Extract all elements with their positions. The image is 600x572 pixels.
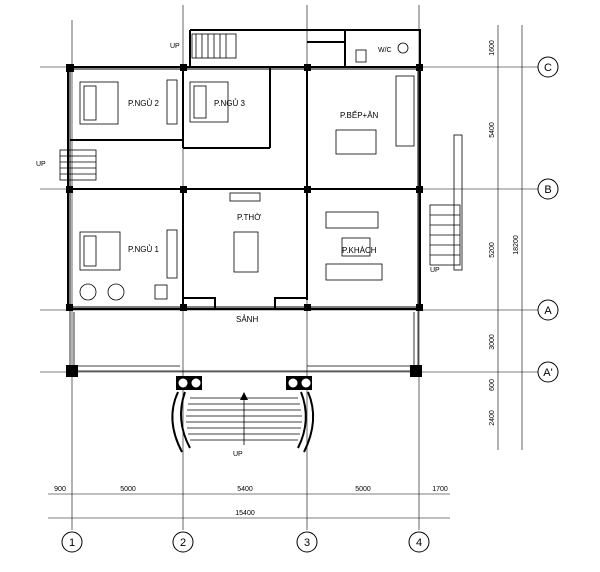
grid-bubble-2 [172,531,194,553]
room-labels: P.NGỦ 2 P.NGỦ 3 P.BẾP+ĂN W/C P.THỜ P.NGỦ… [128,47,392,324]
grid-label-1: 1 [69,537,75,549]
grid-label-3: 3 [304,537,310,549]
grid-row-bubbles: C B A A' [537,56,559,383]
label-worship: P.THỜ [237,213,261,222]
grid-label-a: A [544,305,552,317]
dim-bottom-900: 900 [54,486,66,493]
stair-up-entrance: UP [233,451,243,458]
grid-bubble-c [537,56,559,78]
bottom-dimensions: 900 5000 5400 5000 1700 15400 [48,486,450,519]
exterior-walls [67,29,421,310]
grid-bubble-a [537,299,559,321]
stairs [59,33,463,271]
grid-label-2: 2 [180,537,186,549]
grid-bubble-a-prime [537,361,559,383]
entrance-stair [171,391,315,453]
dim-bottom-5000b: 5000 [355,486,371,493]
right-dimensions: 1600 5400 5200 3000 600 2400 18200 [489,25,523,450]
dim-bottom-1700: 1700 [432,486,448,493]
grid-lines [40,5,540,530]
grid-bubble-1 [61,531,83,553]
stair-up-left: UP [36,161,46,168]
grid-label-b: B [544,184,551,196]
grid-bubble-4 [408,531,430,553]
grid-bubble-3 [296,531,318,553]
dim-bottom-5000a: 5000 [120,486,136,493]
grid-bubble-b [537,178,559,200]
label-wc: W/C [378,47,392,54]
label-kitchen: P.BẾP+ĂN [340,110,379,120]
furniture [79,42,415,301]
columns [66,64,423,311]
dim-right-600: 600 [489,379,496,391]
veranda [66,308,422,390]
stair-labels: UP UP UP UP [36,43,440,458]
grid-label-a-prime: A' [543,367,552,379]
dim-bottom-5400: 5400 [237,486,253,493]
label-bed2: P.NGỦ 2 [128,99,160,108]
label-bed1: P.NGỦ 1 [128,245,160,254]
grid-col-bubbles: 1 2 3 4 [61,531,430,553]
dim-right-5200: 5200 [489,242,496,258]
dim-right-total: 18200 [513,235,520,255]
dim-right-5400: 5400 [489,122,496,138]
dim-right-2400: 2400 [489,410,496,426]
dim-bottom-total: 15400 [235,510,255,517]
label-living: P.KHÁCH [342,246,377,255]
stair-up-right: UP [430,267,440,274]
grid-label-4: 4 [416,537,422,549]
dim-right-3000: 3000 [489,334,496,350]
grid-label-c: C [544,62,552,74]
stair-up-top: UP [170,43,180,50]
label-lobby: SẢNH [236,315,258,324]
dim-right-1600: 1600 [489,40,496,56]
label-bed3: P.NGỦ 3 [214,99,246,108]
